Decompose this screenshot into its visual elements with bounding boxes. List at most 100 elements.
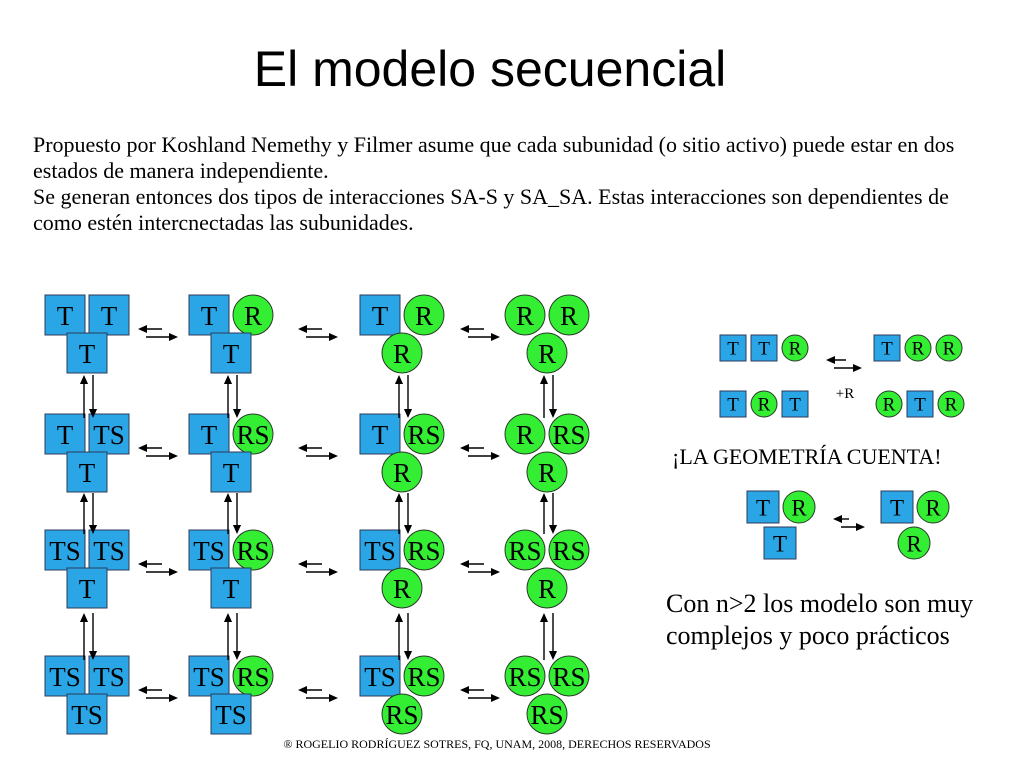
subunit-top-right: TS bbox=[88, 529, 130, 571]
arrow-head bbox=[548, 525, 558, 534]
subunit-label: R bbox=[393, 574, 411, 604]
subunit-label: T bbox=[101, 301, 118, 331]
t-state-square bbox=[719, 334, 747, 362]
subunit-top-right: RS bbox=[403, 413, 445, 455]
arrow-head bbox=[232, 409, 242, 418]
subunit-label: T bbox=[881, 339, 893, 360]
subunit-label: R bbox=[906, 532, 922, 557]
t-state-square bbox=[66, 451, 108, 493]
t-state-square bbox=[210, 567, 252, 609]
r-state-circle bbox=[782, 490, 816, 524]
subunit-bottom: RS bbox=[381, 693, 423, 735]
subunit-label: TS bbox=[49, 536, 81, 566]
subunit-label: R bbox=[393, 458, 411, 488]
arrow-head bbox=[298, 324, 307, 334]
t-state-square bbox=[44, 529, 86, 571]
subunit-label: T bbox=[79, 339, 96, 369]
subunit-top-left: RS bbox=[504, 655, 546, 697]
arrow-head bbox=[169, 332, 178, 342]
subunit-top-right: R bbox=[232, 294, 274, 336]
r-state-circle bbox=[750, 390, 778, 418]
subunit-label: T bbox=[79, 574, 96, 604]
t-state-square bbox=[763, 526, 797, 560]
subunit-label: T bbox=[773, 532, 787, 557]
geometry-note: ¡LA GEOMETRÍA CUENTA! bbox=[672, 444, 942, 469]
subunit-bottom: TS bbox=[66, 693, 108, 735]
subunit-label: R bbox=[415, 301, 433, 331]
r-state-circle bbox=[504, 655, 546, 697]
subunit-top-right: RS bbox=[232, 413, 274, 455]
subunit-label: R bbox=[758, 395, 771, 416]
arrow-head bbox=[329, 693, 338, 703]
t-state-square bbox=[88, 529, 130, 571]
subunit-label: TS bbox=[364, 536, 396, 566]
subunit-top-right: R bbox=[548, 294, 590, 336]
horizontal-equilibrium-arrow-r4-1 bbox=[138, 685, 178, 703]
arrow-head bbox=[79, 613, 89, 622]
small-subunit: T bbox=[750, 334, 778, 362]
r-state-circle bbox=[381, 567, 423, 609]
subunit-label: TS bbox=[93, 662, 125, 692]
r-state-circle bbox=[875, 390, 903, 418]
subunit-label: R bbox=[538, 339, 556, 369]
subunit-label: R bbox=[883, 395, 896, 416]
t-state-square bbox=[210, 693, 252, 735]
side-triangular-equilibrium-arrow bbox=[833, 514, 865, 532]
r-state-circle bbox=[916, 490, 950, 524]
subunit-top-left: TS bbox=[44, 529, 86, 571]
vertical-equilibrium-arrow-c3-1 bbox=[394, 375, 413, 418]
arrow-head bbox=[223, 375, 233, 384]
subunit-bottom: T bbox=[210, 451, 252, 493]
arrow-head bbox=[539, 613, 549, 622]
r-state-circle bbox=[504, 413, 546, 455]
arrow-head bbox=[138, 559, 147, 569]
subunit-bottom: T bbox=[210, 567, 252, 609]
t-state-square bbox=[750, 334, 778, 362]
subunit-top-right: TS bbox=[88, 413, 130, 455]
t-state-square bbox=[359, 413, 401, 455]
arrow-head bbox=[856, 522, 865, 532]
small-subunit: R bbox=[916, 490, 950, 524]
subunit-label: RS bbox=[407, 536, 440, 566]
small-subunit: T bbox=[906, 390, 934, 418]
small-subunit: R bbox=[875, 390, 903, 418]
subunit-bottom: R bbox=[381, 332, 423, 374]
r-state-circle bbox=[781, 334, 809, 362]
t-state-square bbox=[188, 529, 230, 571]
arrow-head bbox=[223, 493, 233, 502]
subunit-bottom: R bbox=[381, 451, 423, 493]
subunit-bottom: T bbox=[66, 567, 108, 609]
r-state-circle bbox=[935, 334, 963, 362]
subunit-label: RS bbox=[385, 700, 418, 730]
subunit-label: R bbox=[538, 574, 556, 604]
subunit-label: RS bbox=[552, 536, 585, 566]
r-state-circle bbox=[548, 413, 590, 455]
arrow-head bbox=[491, 451, 500, 461]
small-subunit: T bbox=[763, 526, 797, 560]
arrow-head bbox=[403, 525, 413, 534]
horizontal-equilibrium-arrow-r2-2 bbox=[298, 443, 338, 461]
subunit-label: R bbox=[244, 301, 262, 331]
arrow-head bbox=[403, 651, 413, 660]
arrow-head bbox=[232, 651, 242, 660]
t-state-square bbox=[188, 655, 230, 697]
vertical-equilibrium-arrow-c4-1 bbox=[539, 375, 558, 418]
small-subunit: R bbox=[782, 490, 816, 524]
subunit-top-right: RS bbox=[232, 529, 274, 571]
arrow-head bbox=[223, 613, 233, 622]
arrow-head bbox=[329, 567, 338, 577]
r-state-circle bbox=[232, 294, 274, 336]
subunit-label: TS bbox=[71, 700, 103, 730]
subunit-top-right: RS bbox=[232, 655, 274, 697]
r-state-circle bbox=[403, 294, 445, 336]
arrow-head bbox=[826, 355, 835, 365]
t-state-square bbox=[359, 655, 401, 697]
subunit-label: T bbox=[223, 458, 240, 488]
vertical-equilibrium-arrow-c2-2 bbox=[223, 493, 242, 534]
small-subunit: T bbox=[746, 490, 780, 524]
subunit-label: TS bbox=[49, 662, 81, 692]
